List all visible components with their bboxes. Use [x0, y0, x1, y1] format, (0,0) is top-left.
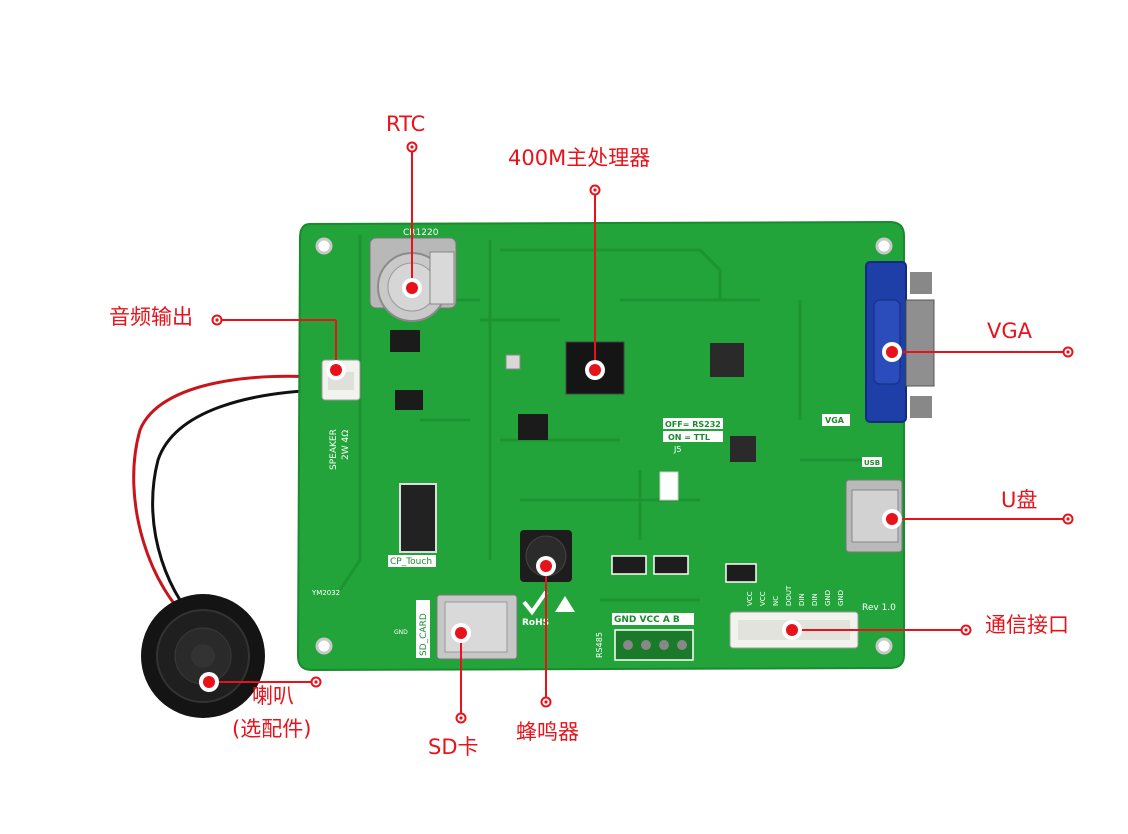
usb-silk-label: USB [864, 459, 880, 467]
callout-sd-card: SD卡 [428, 735, 479, 759]
callout-comm-port: 通信接口 [985, 613, 1069, 637]
comm-pin-5: DIN [811, 593, 819, 606]
comm-pin-0: VCC [746, 591, 754, 606]
callout-speaker-line2: (选配件) [232, 717, 312, 741]
gnd-label: GND [394, 629, 408, 636]
small-chips [390, 330, 756, 501]
comm-pin-3: DOUT [785, 585, 793, 606]
rs485-silk-label: RS485 [595, 632, 604, 658]
callout-rtc: RTC [386, 112, 426, 136]
comm-pin-4: DIN [798, 593, 806, 606]
callout-usb-disk: U盘 [1001, 488, 1038, 512]
marker-cpu [585, 360, 605, 380]
speaker-wires [132, 374, 326, 632]
callout-lines [209, 147, 1068, 718]
diodes [611, 555, 757, 583]
markers-small-dots [215, 145, 1070, 720]
speaker-silk-label: SPEAKER [329, 429, 339, 470]
marker-sd [451, 623, 471, 643]
callout-vga: VGA [987, 319, 1033, 343]
marker-vga [882, 342, 902, 362]
cr1220-label: CR1220 [403, 228, 439, 238]
on-ttl-label: ON = TTL [668, 433, 710, 442]
rs485-header: GND VCC A B RS485 [595, 613, 694, 661]
callout-audio-out: 音频输出 [109, 305, 193, 329]
rs485-pins-label: GND VCC A B [614, 615, 680, 625]
comm-pin-6: GND [824, 590, 832, 606]
callout-cpu: 400M主处理器 [508, 146, 651, 170]
off-rs232-label: OFF= RS232 [665, 420, 721, 429]
cp-touch-label: CP_Touch [390, 557, 432, 567]
markers-big [199, 278, 902, 692]
pcb-board [296, 220, 905, 672]
rtc-battery: CR1220 [369, 228, 457, 322]
rohs-label: RoHS [522, 618, 549, 628]
comm-pin-7: GND [837, 590, 845, 606]
marker-comm [782, 620, 802, 640]
callout-buzzer: 蜂鸣器 [516, 720, 579, 744]
rohs-mark: RoHS [522, 590, 575, 628]
mode-switch-labels: OFF= RS232 ON = TTL J5 [663, 418, 723, 454]
sd-card-silk-label: SD_CARD [419, 613, 429, 656]
speaker [141, 594, 265, 718]
marker-rtc [402, 278, 422, 298]
touch-connector: CP_Touch [388, 483, 437, 567]
rev-label: Rev 1.0 [862, 603, 896, 613]
j5-label: J5 [673, 445, 681, 454]
comm-pin-2: NC [772, 596, 780, 606]
vga-connector: VGA [822, 261, 935, 426]
marker-usb [882, 509, 902, 529]
callout-speaker-line1: 喇叭 [252, 684, 294, 708]
comm-pin-1: VCC [759, 591, 767, 606]
usb-connector: USB [845, 457, 903, 553]
speaker-rating-label: 2W 4Ω [341, 430, 351, 460]
marker-audio [326, 360, 346, 380]
marker-buzzer [536, 556, 556, 576]
ym-label: YM2032 [311, 589, 340, 597]
marker-speaker [199, 672, 219, 692]
vga-silk-label: VGA [825, 416, 845, 425]
